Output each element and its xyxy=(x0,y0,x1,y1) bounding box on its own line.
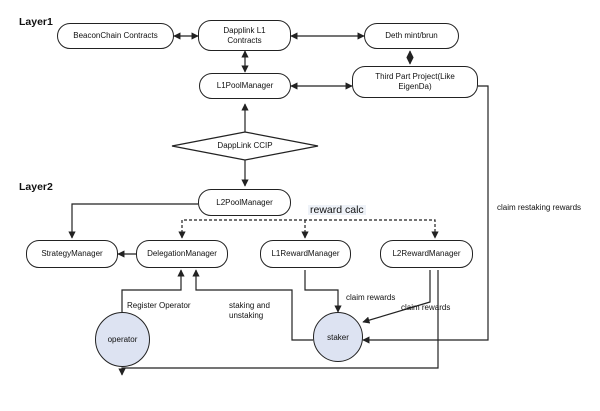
operator-label: operator xyxy=(107,335,138,344)
reward-calc-label: reward calc xyxy=(308,204,366,216)
staker-node[interactable]: staker xyxy=(313,312,363,362)
l2-pool-label: L2PoolManager xyxy=(216,197,273,207)
arrow-staker-delegation xyxy=(192,269,313,341)
claim-rewards-label-2: claim rewards xyxy=(401,303,451,312)
third-part-project-node[interactable]: Third Part Project(Like EigenDa) xyxy=(352,66,478,98)
l1-pool-label: L1PoolManager xyxy=(216,81,274,90)
strategy-label: StrategyManager xyxy=(41,249,103,258)
claim-rewards-label-1: claim rewards xyxy=(346,293,396,302)
dapplink-l1-label: Dapplink L1 Contracts xyxy=(223,25,266,45)
l1-reward-label: L1RewardManager xyxy=(271,249,340,258)
arrow-claim-restaking xyxy=(362,85,489,344)
dapplink-l1-contracts-node[interactable]: Dapplink L1 Contracts xyxy=(198,20,291,51)
operator-node[interactable]: operator xyxy=(95,312,150,367)
dashed-reward-calc xyxy=(178,219,439,239)
arrow-l1reward-staker xyxy=(304,270,342,313)
ccip-label: DappLink CCIP xyxy=(217,141,273,150)
l2-reward-label: L2RewardManager xyxy=(392,249,461,258)
l1-pool-manager-node[interactable]: L1PoolManager xyxy=(199,73,291,99)
staking-unstaking-label: staking and unstaking xyxy=(229,301,270,320)
delegation-label: DelegationManager xyxy=(147,249,217,258)
arrow-operator-delegation xyxy=(121,269,185,312)
arrow-l2reward-staker xyxy=(362,270,431,324)
l2-pool-manager-node[interactable]: L2PoolManager xyxy=(198,189,291,216)
deth-label: Deth mint/brun xyxy=(385,31,438,40)
l2-reward-manager-node[interactable]: L2RewardManager xyxy=(380,240,473,268)
beaconchain-contracts-node[interactable]: BeaconChain Contracts xyxy=(57,23,174,49)
claim-restaking-label: claim restaking rewards xyxy=(497,203,582,212)
l1-reward-manager-node[interactable]: L1RewardManager xyxy=(260,240,351,268)
ccip-diamond-shape xyxy=(171,131,319,161)
third-part-label: Third Part Project(Like EigenDa) xyxy=(375,72,455,91)
staker-label: staker xyxy=(327,332,349,342)
layer1-title: Layer1 xyxy=(19,16,53,28)
arrow-l2pool-strategy xyxy=(68,203,198,239)
strategy-manager-node[interactable]: StrategyManager xyxy=(26,240,118,268)
arrow-l2reward-operator xyxy=(118,270,439,376)
deth-mint-burn-node[interactable]: Deth mint/brun xyxy=(364,23,459,49)
delegation-manager-node[interactable]: DelegationManager xyxy=(136,240,228,268)
beaconchain-label: BeaconChain Contracts xyxy=(73,31,158,40)
layer2-title: Layer2 xyxy=(19,181,53,193)
register-operator-label: Register Operator xyxy=(127,301,191,310)
